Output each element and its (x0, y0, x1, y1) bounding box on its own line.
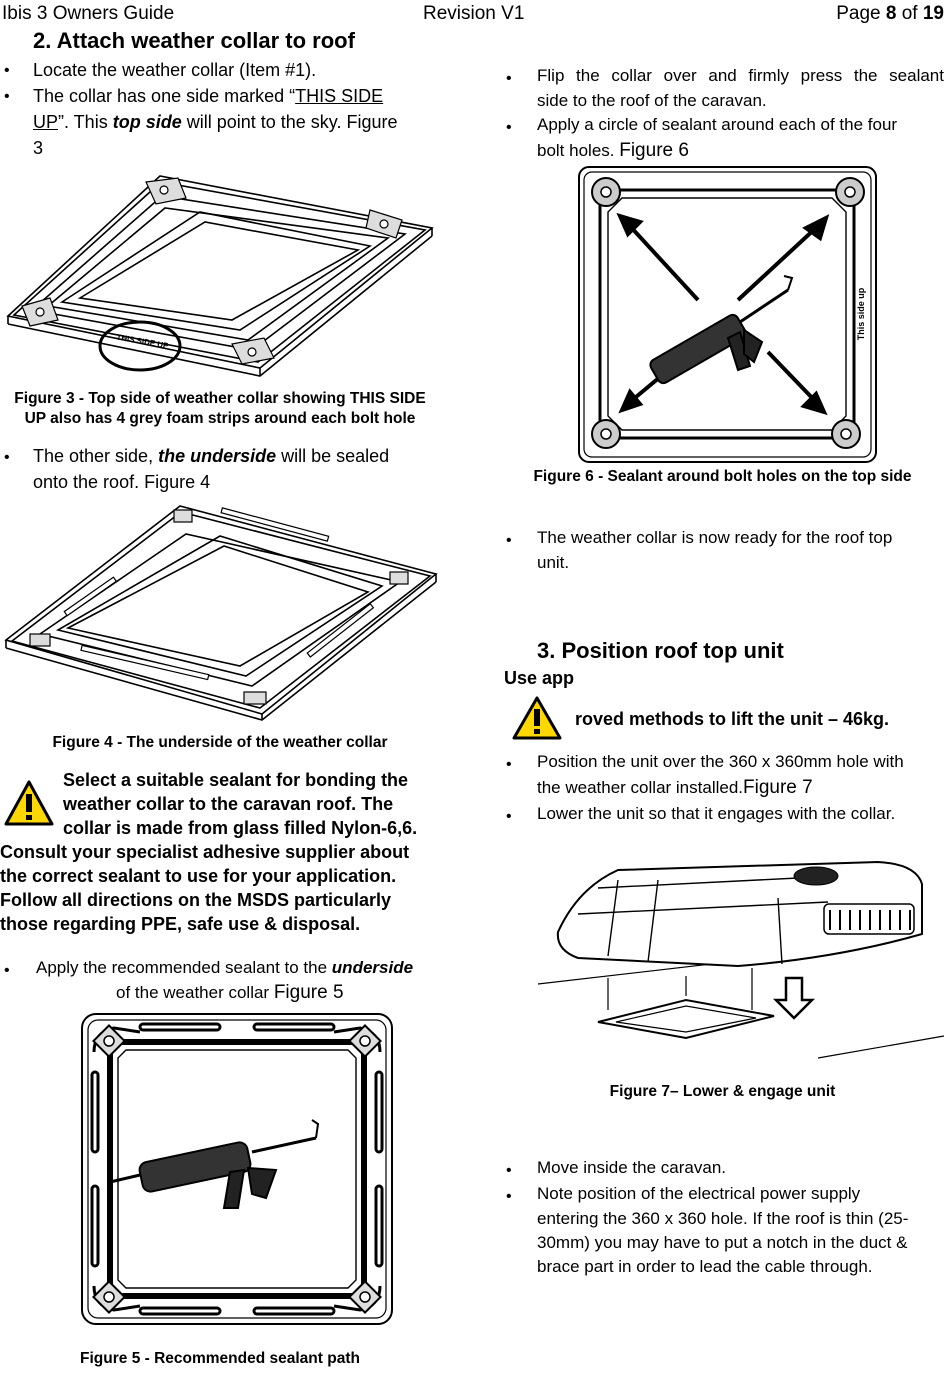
step-bolt-sealant-l1: Apply a circle of sealant around each of… (537, 115, 898, 134)
figure-7-caption: Figure 7– Lower & engage unit (609, 1083, 836, 1100)
bullet-icon: • (506, 808, 512, 825)
step-flip-collar-l2: side to the roof of the caravan. (537, 91, 767, 110)
step-power-supply-l2: entering the 360 x 360 hole. If the roof… (537, 1209, 909, 1228)
figure-5-caption: Figure 5 - Recommended sealant path (80, 1350, 360, 1367)
step-collar-ready-l1: The weather collar is now ready for the … (537, 528, 893, 547)
figure-4-caption: Figure 4 - The underside of the weather … (52, 734, 388, 751)
step-locate-collar: Locate the weather collar (Item #1). (33, 60, 317, 80)
figure-6-caption: Figure 6 - Sealant around bolt holes on … (533, 468, 912, 485)
step-apply-sealant-l1: Apply the recommended sealant to the und… (36, 958, 414, 977)
figure-3-collar-top-side: THIS SIDE UP (6, 175, 434, 377)
step-move-inside: Move inside the caravan. (537, 1158, 726, 1177)
bullet-icon: • (4, 62, 10, 79)
use-approved-label: Use app (504, 668, 575, 688)
bullet-icon: • (4, 962, 10, 979)
doc-title: Ibis 3 Owners Guide (2, 3, 175, 24)
warning-sealant-l7: those regarding PPE, safe use & disposal… (0, 914, 361, 934)
warning-sealant-l1: Select a suitable sealant for bonding th… (63, 770, 409, 790)
warning-triangle-icon (512, 696, 562, 740)
warning-sealant-l2: weather collar to the caravan roof. The (63, 794, 394, 814)
warning-lift-text: roved methods to lift the unit – 46kg. (575, 709, 890, 729)
page-number: Page 8 of 19 (836, 3, 944, 24)
bullet-icon: • (506, 1162, 512, 1179)
bullet-icon: • (506, 756, 512, 773)
warning-sealant-l6: Follow all directions on the MSDS partic… (0, 890, 392, 910)
step-power-supply-l4: brace part in order to lead the cable th… (537, 1257, 873, 1276)
step-power-supply-l1: Note position of the electrical power su… (537, 1184, 861, 1203)
step-apply-sealant-l2: of the weather collar Figure 5 (116, 982, 344, 1003)
warning-sealant-l3: collar is made from glass filled Nylon-6… (63, 818, 418, 838)
section-title-attach-collar: 2. Attach weather collar to roof (33, 28, 355, 53)
figure-3-caption: Figure 3 - Top side of weather collar sh… (14, 390, 426, 427)
revision-label: Revision V1 (423, 3, 525, 24)
bullet-icon: • (4, 449, 10, 466)
step-lower-unit: Lower the unit so that it engages with t… (537, 804, 896, 823)
figure-5-sealant-path (81, 1013, 393, 1325)
warning-sealant-l5: the correct sealant to use for your appl… (0, 866, 397, 886)
bullet-icon: • (506, 532, 512, 549)
warning-sealant-l4: Consult your specialist adhesive supplie… (0, 842, 410, 862)
step-power-supply-l3: 30mm) you may have to put a notch in the… (537, 1233, 908, 1252)
bullet-icon: • (506, 1188, 512, 1205)
step-position-unit-l1: Position the unit over the 360 x 360mm h… (537, 752, 904, 771)
bullet-icon: • (506, 70, 512, 87)
step-collar-ready-l2: unit. (537, 553, 570, 572)
warning-triangle-icon (4, 780, 54, 826)
figure-6-bolt-hole-sealant: This side up (578, 166, 877, 463)
section-title-position-unit: 3. Position roof top unit (537, 638, 784, 663)
figure-4-collar-underside (4, 505, 438, 721)
step-bolt-sealant-l2: bolt holes. Figure 6 (537, 140, 689, 161)
step-this-side-up: The collar has one side marked “THIS SID… (33, 86, 398, 158)
step-flip-collar-l1: Flip the collar over and firmly press th… (537, 66, 944, 85)
figure-6-stamp-label: This side up (856, 287, 866, 340)
bullet-icon: • (4, 88, 10, 105)
step-underside: The other side, the underside will be se… (33, 446, 390, 492)
step-position-unit-l2: the weather collar installed.Figure 7 (537, 777, 813, 798)
figure-7-lower-unit (537, 860, 945, 1059)
bullet-icon: • (506, 119, 512, 136)
